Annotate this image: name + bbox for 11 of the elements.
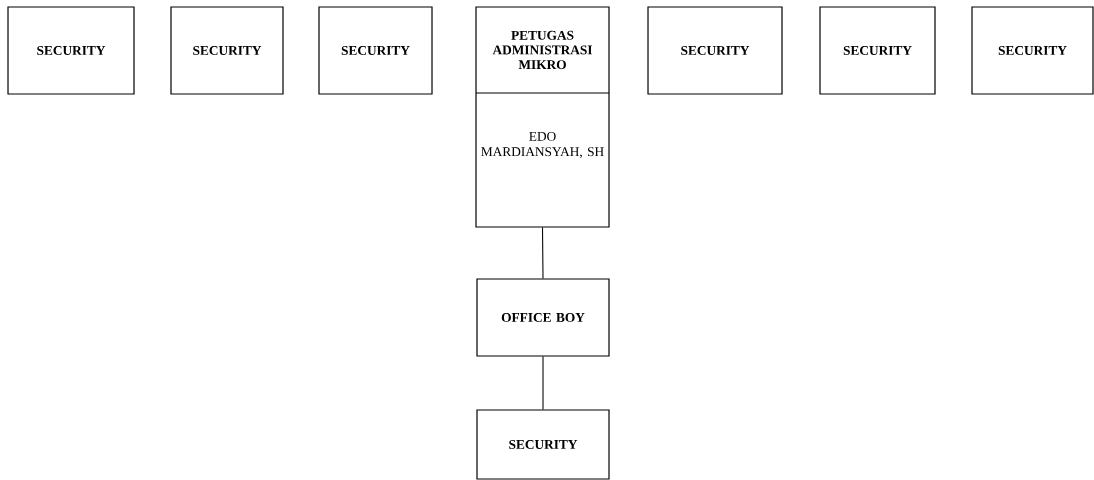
position-box: SECURITY [476, 409, 610, 480]
position-box: PETUGAS ADMINISTRASI MIKRO EDO MARDIANSYAH, SH [475, 6, 610, 228]
connector-line [541, 227, 544, 279]
position-box: OFFICE BOY [476, 278, 610, 357]
position-box: SECURITY [318, 6, 433, 95]
position-box: SECURITY [971, 6, 1094, 95]
connector-line [542, 356, 544, 410]
position-box: SECURITY [647, 6, 783, 95]
position-box: SECURITY [170, 6, 284, 95]
position-box: SECURITY [819, 6, 936, 95]
position-box: SECURITY [7, 6, 135, 95]
